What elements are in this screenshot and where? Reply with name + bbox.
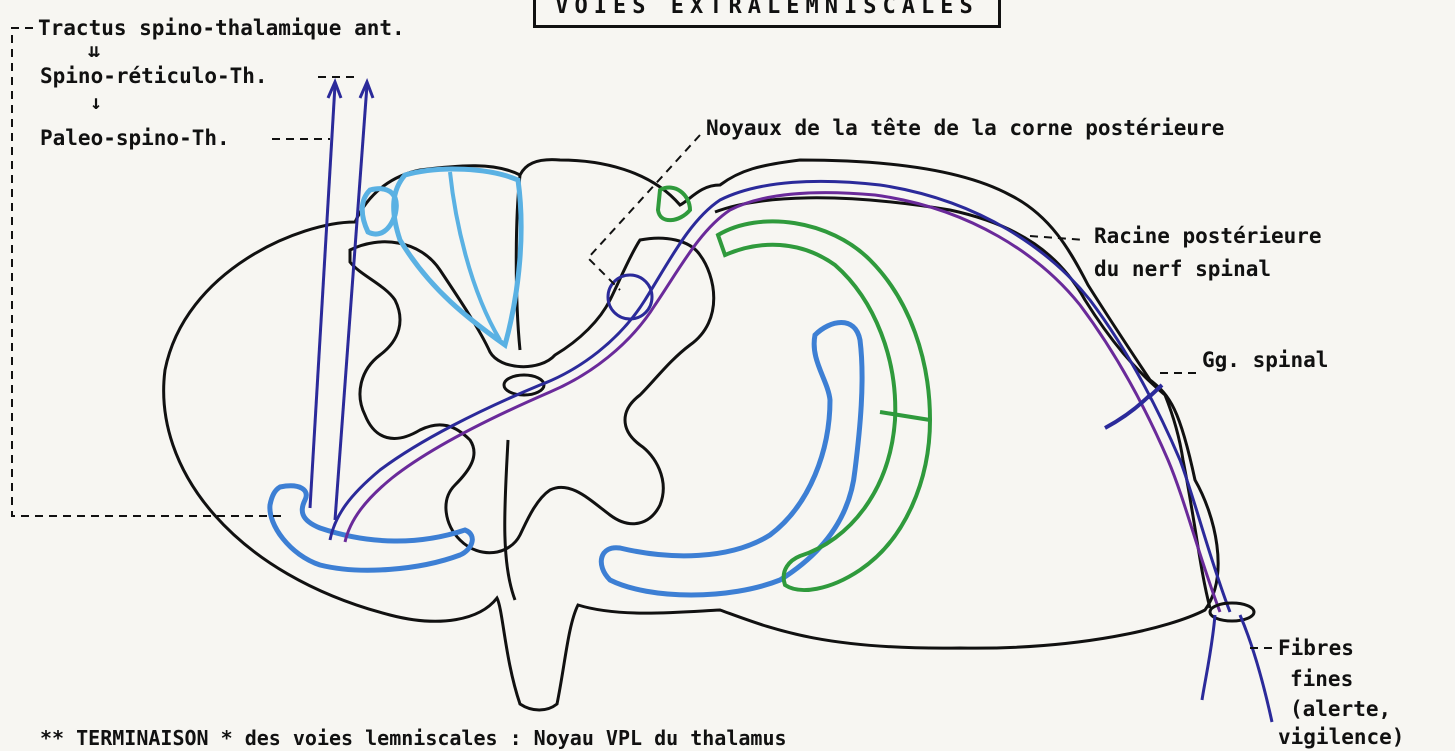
label-fibres-4: vigilence) <box>1278 727 1404 748</box>
label-double-arrow: ⇊ <box>88 40 100 60</box>
posterior-column-medial <box>394 169 521 345</box>
label-fibres-1: Fibres <box>1278 638 1354 659</box>
label-fibres-3: (alerte, <box>1290 699 1391 720</box>
diagram-title: VOIES EXTRALEMNISCALES <box>536 0 998 19</box>
ascending-tract-2 <box>335 85 367 520</box>
leader-tractus-bracket <box>12 28 285 516</box>
label-paleo: Paleo-spino-Th. <box>40 128 230 149</box>
label-tractus: Tractus spino-thalamique ant. <box>38 18 405 39</box>
anterior-median-fissure <box>505 440 515 600</box>
label-single-arrow: ↓ <box>90 92 102 112</box>
label-racine-1: Racine postérieure <box>1094 226 1322 247</box>
footer-text: ** TERMINAISON * des voies lemniscales :… <box>40 728 787 748</box>
spinal-cord-outline <box>164 160 1218 710</box>
label-racine-2: du nerf spinal <box>1094 259 1271 280</box>
fine-fibers <box>1202 615 1272 722</box>
green-lateral-band <box>718 221 930 590</box>
ascending-tract-1 <box>310 85 335 508</box>
label-fibres-2: fines <box>1290 669 1353 690</box>
leader-noyaux <box>588 135 700 290</box>
lateral-column-right <box>601 323 862 596</box>
posterior-column-lateral <box>362 189 396 234</box>
root-cut-end <box>1210 603 1254 621</box>
label-spino-reticulo: Spino-réticulo-Th. <box>40 66 268 87</box>
posterior-column-divider <box>450 172 500 340</box>
label-gg-spinal: Gg. spinal <box>1202 350 1328 371</box>
green-nucleus <box>658 188 690 221</box>
green-divider <box>880 412 930 420</box>
label-noyaux: Noyaux de la tête de la corne postérieur… <box>706 118 1224 139</box>
title-box: VOIES EXTRALEMNISCALES <box>533 0 1001 28</box>
